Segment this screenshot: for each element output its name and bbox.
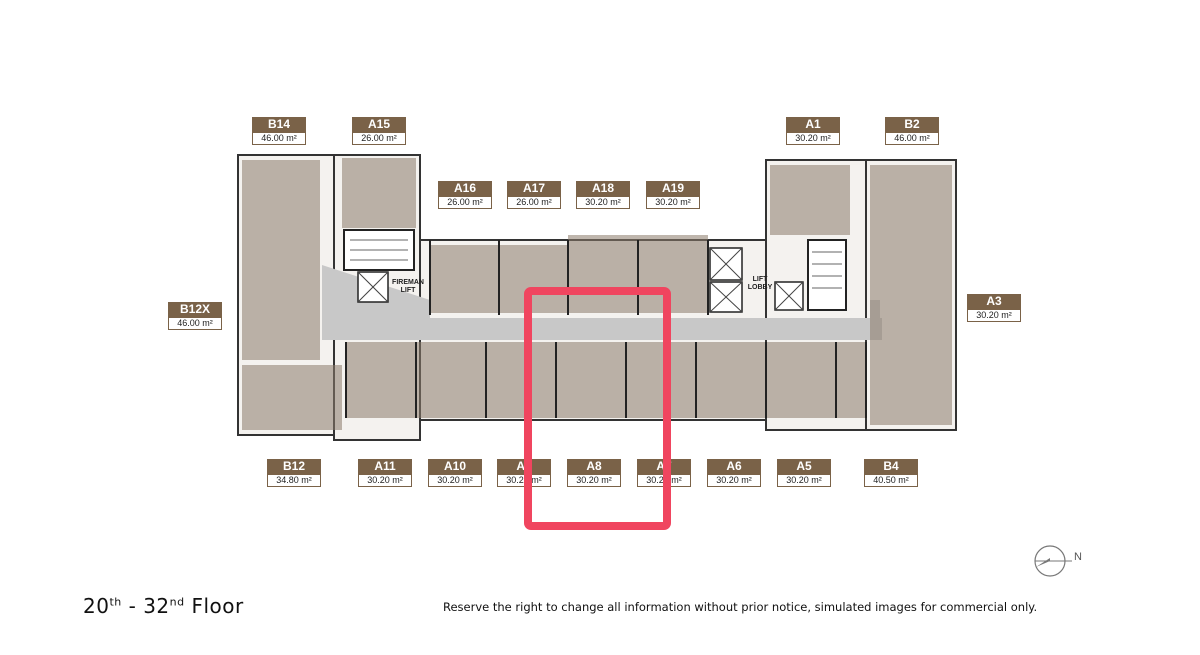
floor-start: 20 [83,594,110,618]
unit-code: B14 [252,117,306,132]
highlight-box [524,287,671,530]
unit-code: A1 [786,117,840,132]
unit-area: 30.20 m² [786,132,840,145]
unit-code: A11 [358,459,412,474]
unit-area: 30.20 m² [777,474,831,487]
partition-walls [345,240,867,418]
unit-area: 26.00 m² [352,132,406,145]
unit-area: 30.20 m² [567,474,621,487]
unit-area: 30.20 m² [646,196,700,209]
unit-area: 26.00 m² [438,196,492,209]
corridor [322,265,882,340]
unit-code: B2 [885,117,939,132]
floor-word: Floor [184,594,244,618]
unit-area: 30.20 m² [576,196,630,209]
unit-code: B12X [168,302,222,317]
unit-area: 34.80 m² [267,474,321,487]
unit-code: A16 [438,181,492,196]
floor-start-suffix: th [109,595,122,609]
unit-code: A18 [576,181,630,196]
stair-core-west [343,229,415,303]
unit-code: A15 [352,117,406,132]
floor-end-suffix: nd [169,595,185,609]
fireman-lift-label-2: LIFT [401,287,416,294]
unit-area: 30.20 m² [967,309,1021,322]
unit-area: 26.00 m² [507,196,561,209]
unit-code: A17 [507,181,561,196]
unit-area: 46.00 m² [885,132,939,145]
floor-separator: - [121,594,144,618]
unit-code: A3 [967,294,1021,309]
unit-code: A19 [646,181,700,196]
unit-area: 46.00 m² [168,317,222,330]
lift-lobby-label-1: LIFT [753,276,768,283]
unit-area: 30.20 m² [428,474,482,487]
compass-icon [1034,545,1072,577]
lift-core-east [709,239,847,313]
unit-area: 46.00 m² [252,132,306,145]
unit-area: 40.50 m² [864,474,918,487]
unit-code: B4 [864,459,918,474]
unit-code: B12 [267,459,321,474]
lift-lobby-label-2: LOBBY [748,284,773,291]
unit-area: 30.20 m² [707,474,761,487]
floor-title: 20th - 32nd Floor [83,594,244,618]
unit-code: A5 [777,459,831,474]
compass-north-label: N [1074,551,1082,563]
unit-code: A8 [567,459,621,474]
unit-code: A10 [428,459,482,474]
fireman-lift-label-1: FIREMAN [392,279,424,286]
floor-end: 32 [143,594,170,618]
core-labels: FIREMAN LIFT LIFT LOBBY [392,276,773,294]
unit-area: 30.20 m² [358,474,412,487]
unit-code: A6 [707,459,761,474]
disclaimer-text: Reserve the right to change all informat… [443,600,1038,614]
